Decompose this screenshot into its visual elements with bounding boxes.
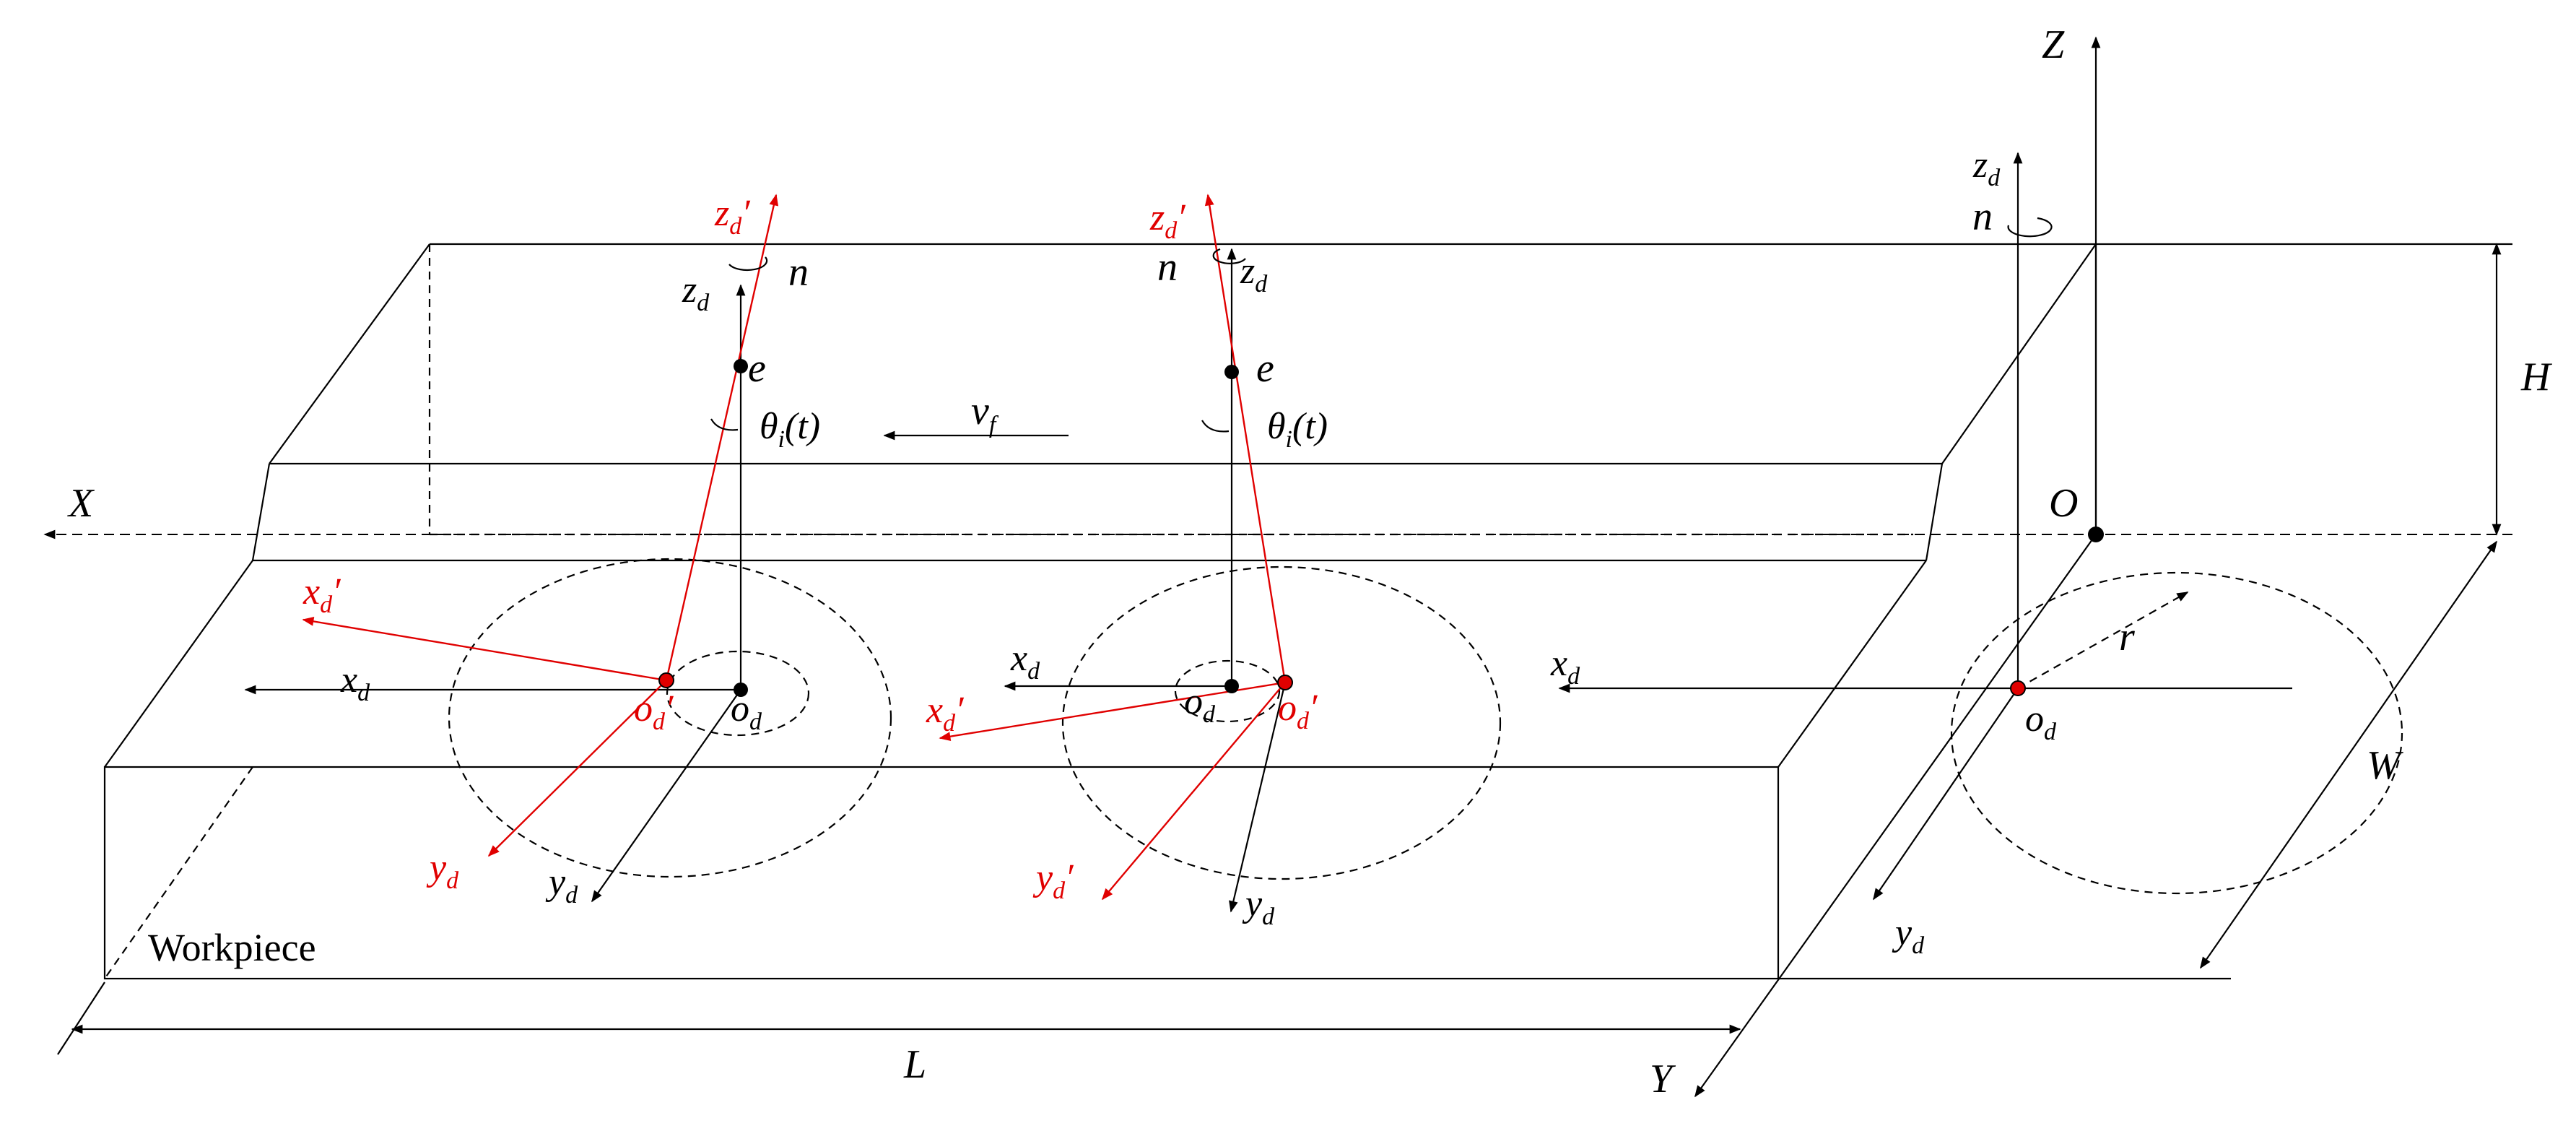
tool-3-label-xd: xd	[1550, 643, 1580, 690]
tool-1-label-yd-prime: yd	[426, 847, 459, 894]
workpiece-outline	[103, 243, 2231, 980]
tool-2-label-yd-prime: yd′	[1032, 857, 1074, 904]
tool-1-label-e: e	[748, 346, 766, 391]
label-Y: Y	[1650, 1057, 1676, 1101]
tool-3-label-yd: yd	[1892, 912, 1925, 959]
l-extension-left	[57, 982, 105, 1055]
tool-1-label-od: od	[731, 688, 762, 735]
tool-3-rotation-arrow	[2007, 217, 2053, 238]
front-left-slope	[104, 560, 253, 768]
y-axis	[1694, 534, 2097, 1098]
tool-2-point-od	[1224, 679, 1239, 693]
label-r: r	[2119, 615, 2135, 659]
label-Z: Z	[2042, 22, 2065, 67]
upper-left-step	[251, 463, 271, 561]
right-slope-upper	[1941, 243, 2097, 464]
front-right-slope	[1777, 560, 1927, 768]
tool-2-label-e: e	[1256, 346, 1274, 391]
label-X: X	[67, 481, 95, 526]
tool-2-small-ellipse	[1174, 659, 1281, 723]
tool-2-yd-prime-axis	[1101, 682, 1286, 901]
tool-2-label-xd: xd	[1010, 638, 1040, 685]
tool-2-point-e	[1224, 365, 1239, 379]
tool-1-label-od-prime: od′	[634, 688, 674, 735]
front-hidden-diagonal	[104, 766, 253, 979]
w-dimension-line	[2200, 540, 2497, 969]
tool-3-label-zd: zd	[1972, 144, 2001, 191]
label-W: W	[2367, 743, 2403, 788]
tool-1-tilt-angle-arc	[710, 418, 739, 431]
tool-2-label-n: n	[1157, 245, 1178, 290]
tool-1-label-xd-prime: xd′	[303, 571, 341, 618]
tool-2	[939, 194, 1502, 913]
tool-1-rotation-arrow	[728, 256, 768, 272]
tool-1	[244, 194, 892, 903]
tool-1-label-zd-prime: zd′	[714, 193, 751, 240]
tool-2-point-od-prime	[1277, 675, 1293, 690]
tool-1-point-od	[734, 682, 748, 697]
tool-1-label-theta: θi(t)	[760, 406, 820, 453]
tool-1-yd-axis	[591, 689, 741, 903]
tool-1-small-ellipse	[666, 650, 810, 737]
tool-2-label-zd: zd	[1240, 251, 1268, 298]
tool-3-yd-axis	[1873, 688, 2019, 901]
tool-1-path-ellipse	[448, 558, 892, 878]
tool-3	[1558, 152, 2403, 901]
tool-2-label-zd-prime: zd′	[1149, 197, 1186, 244]
tool-1-xd-prime-axis	[302, 617, 667, 682]
label-workpiece: Workpiece	[148, 926, 316, 969]
tool-1-yd-prime-axis	[487, 680, 667, 857]
tool-1-label-xd: xd	[340, 659, 370, 706]
tool-1-label-yd: yd	[545, 862, 578, 909]
global-axes	[43, 36, 2512, 1098]
label-feed-velocity: vf	[971, 389, 999, 438]
tool-1-label-n: n	[788, 250, 809, 295]
tool-2-yd-axis	[1229, 682, 1287, 913]
tool-3-label-od: od	[2025, 698, 2057, 745]
tool-1-zd-prime-axis	[665, 194, 779, 681]
tool-1-label-zd: zd	[682, 269, 710, 316]
right-step	[1925, 463, 1944, 561]
label-O: O	[2049, 481, 2078, 526]
tool-2-label-od-prime: od′	[1278, 688, 1318, 734]
tool-1-point-e	[734, 359, 748, 373]
front-face	[103, 766, 1780, 980]
origin-point	[2088, 526, 2104, 542]
tool-2-zd-prime-axis	[1204, 194, 1287, 683]
tool-2-label-od: od	[1184, 681, 1216, 728]
tool-3-label-n: n	[1972, 194, 1993, 239]
label-L: L	[903, 1042, 926, 1087]
tool-2-label-theta: θi(t)	[1267, 406, 1328, 453]
label-H: H	[2520, 355, 2552, 399]
tool-3-point-od	[2010, 680, 2026, 696]
tool-2-rotation-arrow	[1212, 248, 1246, 264]
tool-2-path-ellipse	[1061, 566, 1502, 880]
tool-2-label-yd: yd	[1242, 883, 1275, 930]
tool-2-label-xd-prime: xd′	[926, 690, 965, 737]
tool-2-tilt-angle-arc	[1201, 420, 1230, 433]
tool-1-point-od-prime	[658, 672, 674, 688]
tool-3-radius-r	[2017, 592, 2189, 689]
tool-3-path-ellipse	[1950, 571, 2403, 895]
upper-left-slope	[269, 243, 430, 464]
